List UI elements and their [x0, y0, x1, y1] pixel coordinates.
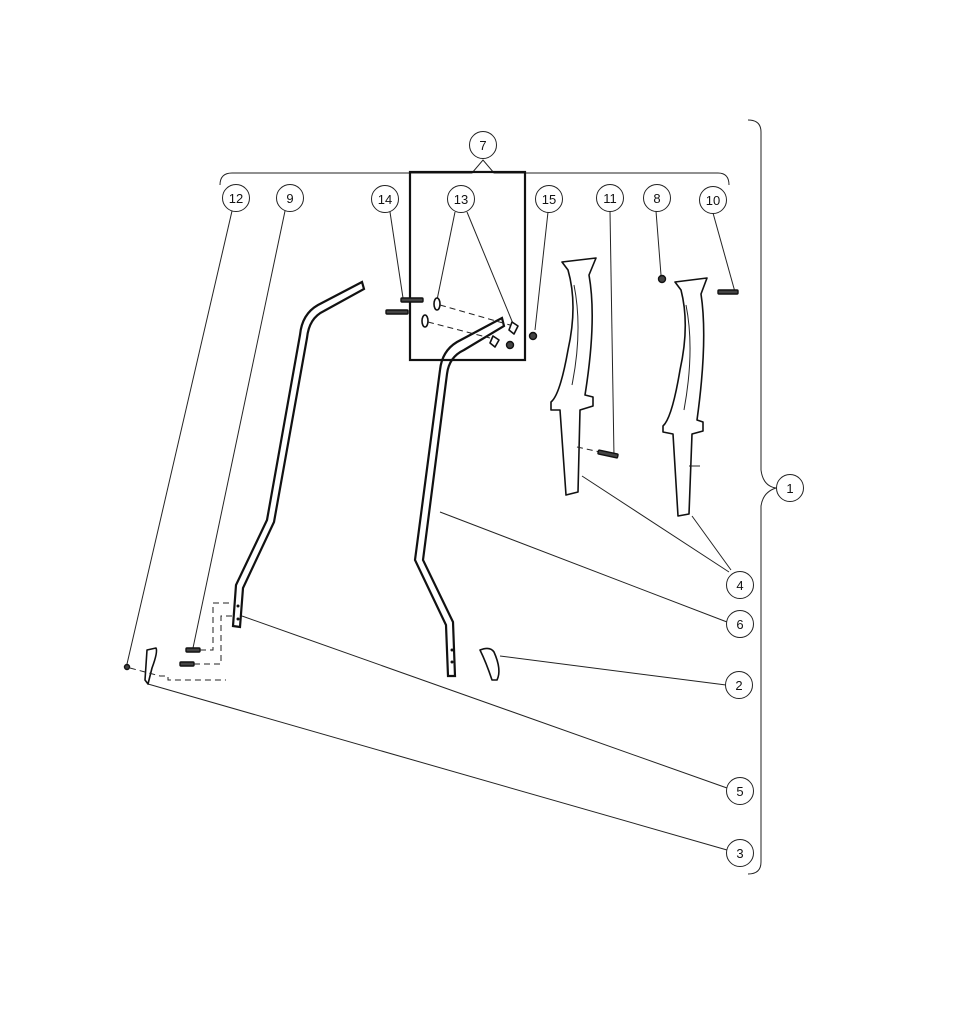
- callout-6: 6: [726, 610, 754, 638]
- callout-4: 4: [726, 571, 754, 599]
- callout-8: 8: [643, 184, 671, 212]
- callout-9: 9: [276, 184, 304, 212]
- left-rail-part: [231, 280, 366, 629]
- right-rail-part: [413, 316, 506, 678]
- rail-screws: [123, 602, 233, 681]
- callout-13: 13: [447, 185, 475, 213]
- callout-1: 1: [776, 474, 804, 502]
- callout-3: 3: [726, 839, 754, 867]
- end-caps: [144, 647, 500, 685]
- callout-10: 10: [699, 186, 727, 214]
- callout-14: 14: [371, 185, 399, 213]
- callout-12: 12: [222, 184, 250, 212]
- callout-15: 15: [535, 185, 563, 213]
- strut-hardware: [576, 274, 739, 467]
- hardware-kit: [385, 297, 538, 350]
- group-bracket-1: [747, 119, 777, 875]
- leader-lines: [126, 210, 736, 851]
- callout-7: 7: [469, 131, 497, 159]
- group-bracket-7: [219, 159, 730, 186]
- support-struts-part: [550, 257, 708, 517]
- callout-2: 2: [725, 671, 753, 699]
- callout-11: 11: [596, 184, 624, 212]
- detail-box: [408, 170, 527, 362]
- callout-5: 5: [726, 777, 754, 805]
